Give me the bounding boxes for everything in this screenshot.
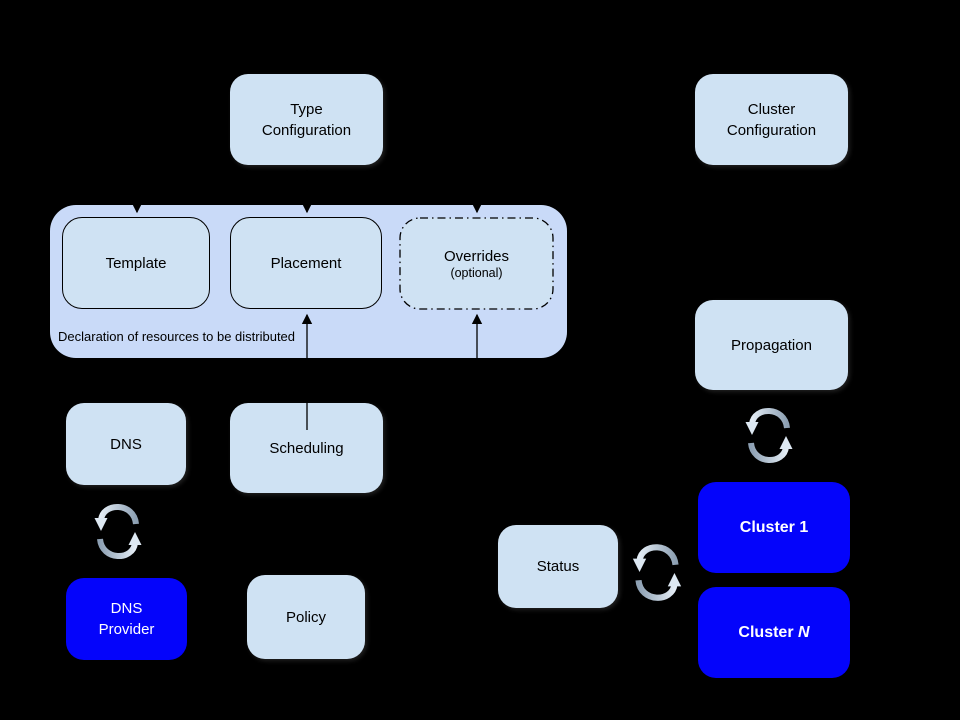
node-label: DNS bbox=[110, 435, 142, 453]
node-label: Scheduling bbox=[269, 439, 344, 457]
node-label: Cluster Configuration bbox=[726, 100, 817, 139]
node-cluster-configuration: Cluster Configuration bbox=[695, 74, 848, 165]
node-label: Propagation bbox=[731, 336, 812, 354]
cluster-n-prefix: Cluster bbox=[738, 624, 798, 641]
node-label: Status bbox=[536, 558, 580, 575]
node-cluster-n: Cluster N bbox=[698, 587, 850, 678]
node-propagation: Propagation bbox=[695, 300, 848, 390]
node-dns-provider: DNS Provider bbox=[66, 578, 187, 660]
sync-icon bbox=[743, 398, 795, 472]
node-cluster-1: Cluster 1 bbox=[698, 482, 850, 573]
node-label: Type Configuration bbox=[261, 100, 352, 139]
node-overrides: Overrides (optional) bbox=[399, 217, 554, 310]
group-caption: Declaration of resources to be distribut… bbox=[58, 329, 296, 344]
node-label: Cluster 1 bbox=[739, 519, 809, 536]
node-type-configuration: Type Configuration bbox=[230, 74, 383, 165]
sync-icon bbox=[630, 535, 684, 609]
node-dns: DNS bbox=[66, 403, 186, 485]
node-placement: Placement bbox=[230, 217, 382, 309]
node-label: Overrides bbox=[443, 247, 510, 265]
dash-dot-border bbox=[399, 217, 554, 310]
cluster-n-suffix: N bbox=[798, 624, 810, 641]
node-label: Placement bbox=[270, 254, 342, 272]
sync-icon bbox=[92, 494, 144, 568]
node-label: Policy bbox=[285, 608, 326, 626]
node-template: Template bbox=[62, 217, 210, 309]
node-sublabel: (optional) bbox=[450, 265, 503, 280]
resource-declaration-group: Template Placement Overrides (optional) … bbox=[50, 205, 567, 358]
node-label: DNS Provider bbox=[98, 600, 155, 638]
node-scheduling: Scheduling bbox=[230, 403, 383, 493]
node-label: Template bbox=[105, 254, 167, 272]
node-label: Cluster N bbox=[738, 622, 809, 643]
node-status: Status bbox=[498, 525, 618, 608]
node-policy: Policy bbox=[247, 575, 365, 659]
